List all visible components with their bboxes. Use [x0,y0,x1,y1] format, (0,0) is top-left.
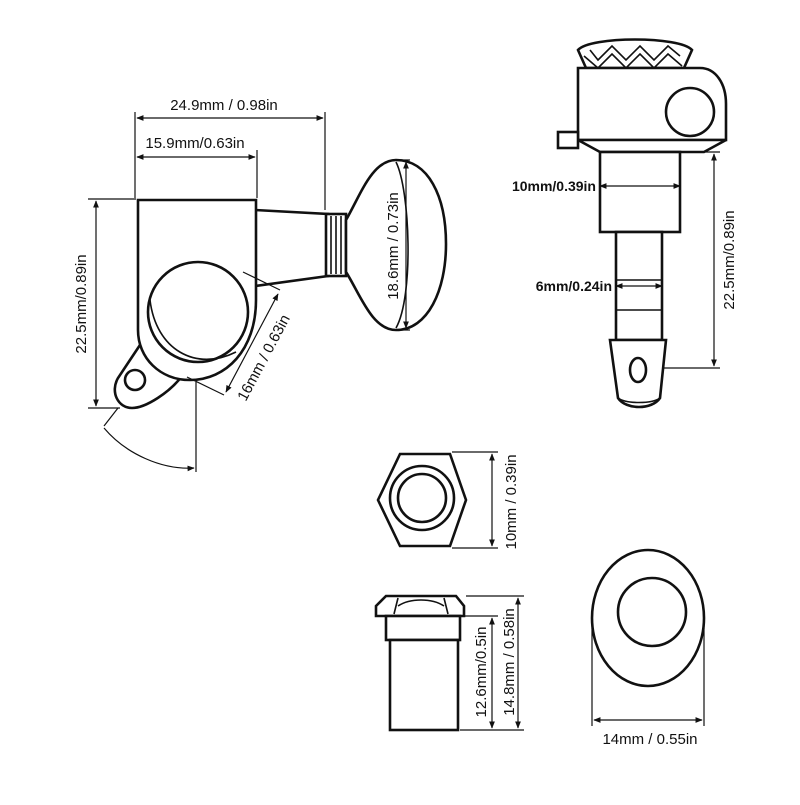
label-width-body: 15.9mm/0.63in [145,135,244,152]
bushing-view: 12.6mm/0.5in 14.8mm / 0.58in [374,594,524,732]
gear-cover [146,260,250,364]
string-post-view: 10mm/0.39in 6mm/0.24in 22.5mm/0.89in [512,38,738,409]
label-bushing-inner: 12.6mm/0.5in [473,627,490,718]
hex-nut-hole [396,472,448,524]
label-width-overall: 24.9mm / 0.98in [170,97,278,114]
hex-nut-view: 10mm / 0.39in [376,451,520,550]
mounting-hole [123,368,147,392]
tuner-button [344,158,448,332]
tuner-shaft [253,208,330,288]
post-tip [576,38,694,70]
label-post-lower: 6mm/0.24in [536,278,612,294]
washer-view: 14mm / 0.55in [590,548,706,748]
post-housing-hole [664,86,716,138]
label-hex-nut: 10mm / 0.39in [503,454,520,549]
label-washer: 14mm / 0.55in [602,731,697,748]
bushing-head [374,594,466,618]
label-bushing-outer: 14.8mm / 0.58in [501,608,518,716]
washer-hole [616,576,688,648]
bushing-body [388,638,460,732]
post-side-pin [556,130,580,150]
bushing-collar [384,614,462,642]
label-button-height: 18.6mm / 0.73in [385,192,402,300]
tuner-side-view: 24.9mm / 0.98in 15.9mm/0.63in 22.5mm/0.8… [73,97,448,472]
post-upper [598,150,682,234]
label-post-length: 22.5mm/0.89in [721,210,738,309]
label-post-upper: 10mm/0.39in [512,178,596,194]
string-hole [628,356,648,384]
label-height-body: 22.5mm/0.89in [73,254,90,353]
post-flange [577,138,727,154]
